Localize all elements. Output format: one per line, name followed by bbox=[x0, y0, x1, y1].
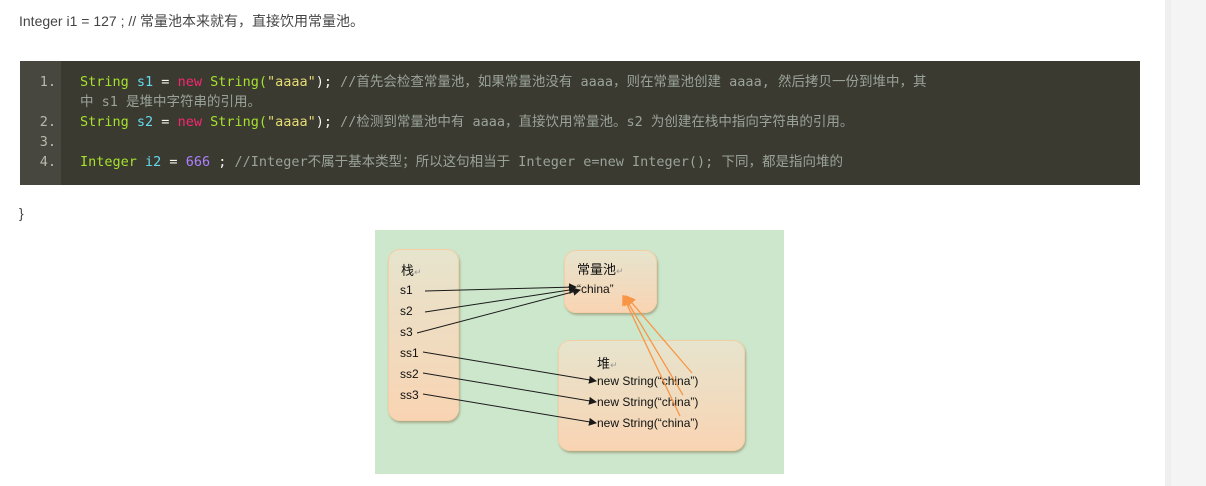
variable-token: s1 bbox=[128, 74, 154, 90]
heap-item-2: new String(“china”) bbox=[597, 395, 699, 409]
line-number-gutter bbox=[20, 61, 61, 185]
operator-token: = bbox=[153, 114, 178, 130]
keyword-token: new bbox=[177, 74, 202, 90]
operator-token: ; bbox=[210, 154, 227, 170]
comment-wrap: 中 s1 是堆中字符串的引用。 bbox=[80, 94, 262, 110]
stack-item-s2: s2 bbox=[400, 304, 413, 318]
constant-pool-item-china: “china” bbox=[577, 282, 614, 296]
stack-to-pool-arrows bbox=[416, 283, 581, 334]
stack-box: 栈↵ s1 s2 s3 ss1 ss2 ss3 bbox=[388, 249, 459, 421]
stack-item-s1: s1 bbox=[400, 283, 413, 297]
type-token: String bbox=[80, 74, 129, 90]
paragraph-mark-icon: ↵ bbox=[414, 267, 422, 277]
heap-item-3: new String(“china”) bbox=[597, 416, 699, 430]
code-line-2: 2. String s2 = new String("aaaa"); //检测到… bbox=[20, 112, 1140, 132]
constant-pool-box: 常量池↵ “china” bbox=[564, 250, 657, 313]
constant-pool-title: 常量池↵ bbox=[577, 259, 624, 278]
memory-diagram: 栈↵ s1 s2 s3 ss1 ss2 ss3 常量池↵ “china” 堆↵ … bbox=[375, 230, 784, 474]
line-number: 1. bbox=[39, 74, 56, 90]
keyword-token: new bbox=[177, 114, 202, 130]
code-block: 1. String s1 = new String("aaaa"); //首先会… bbox=[20, 61, 1140, 185]
string-token: "aaaa" bbox=[266, 114, 316, 130]
line-content: Integer i2 = 666 ; //Integer不属于基本类型；所以这句… bbox=[80, 152, 843, 172]
type-token: Integer bbox=[80, 154, 137, 170]
line-content: String s2 = new String("aaaa"); //检测到常量池… bbox=[80, 112, 853, 132]
comment-token: //Integer不属于基本类型；所以这句相当于 Integer e=new I… bbox=[226, 154, 843, 170]
number-token: 666 bbox=[185, 154, 211, 170]
code-line-1-wrap: 中 s1 是堆中字符串的引用。 bbox=[20, 92, 1140, 112]
stack-title-text: 栈 bbox=[401, 263, 415, 278]
variable-token: s2 bbox=[128, 114, 154, 130]
line-content: String s1 = new String("aaaa"); //首先会检查常… bbox=[80, 72, 926, 92]
line-number: 2. bbox=[39, 114, 56, 130]
stack-title: 栈↵ bbox=[401, 260, 422, 279]
line-number: 4. bbox=[39, 154, 56, 170]
stack-item-ss3: ss3 bbox=[400, 388, 419, 402]
type-token: String( bbox=[201, 114, 267, 130]
stack-to-heap-arrows bbox=[422, 351, 597, 426]
comment-token: //检测到常量池中有 aaaa，直接饮用常量池。s2 为创建在栈中指向字符串的引… bbox=[332, 114, 854, 130]
paragraph-mark-icon: ↵ bbox=[616, 266, 624, 276]
reference-arrows bbox=[416, 283, 693, 426]
stack-item-ss2: ss2 bbox=[400, 367, 419, 381]
heap-to-pool-arrows bbox=[622, 294, 693, 417]
heap-title-text: 堆 bbox=[597, 356, 611, 371]
operator-token: ); bbox=[315, 114, 333, 130]
closing-brace: } bbox=[19, 205, 24, 221]
operator-token: = bbox=[153, 74, 178, 90]
type-token: String bbox=[80, 114, 129, 130]
constant-pool-title-text: 常量池 bbox=[577, 262, 617, 277]
operator-token: = bbox=[161, 154, 186, 170]
heap-title: 堆↵ bbox=[597, 353, 618, 372]
comment-token: //首先会检查常量池，如果常量池没有 aaaa，则在常量池创建 aaaa, 然后… bbox=[332, 74, 927, 90]
code-line-4: 4. Integer i2 = 666 ; //Integer不属于基本类型；所… bbox=[20, 152, 1140, 172]
type-token: String( bbox=[201, 74, 267, 90]
right-sidebar bbox=[1165, 0, 1206, 486]
heap-box: 堆↵ new String(“china”) new String(“china… bbox=[558, 340, 745, 451]
variable-token: i2 bbox=[136, 154, 162, 170]
string-token: "aaaa" bbox=[266, 74, 316, 90]
code-line-3: 3. bbox=[20, 132, 1140, 152]
stack-item-s3: s3 bbox=[400, 325, 413, 339]
paragraph-mark-icon: ↵ bbox=[610, 360, 618, 370]
code-line-1: 1. String s1 = new String("aaaa"); //首先会… bbox=[20, 72, 1140, 92]
stack-item-ss1: ss1 bbox=[400, 346, 419, 360]
line-number: 3. bbox=[39, 134, 56, 150]
intro-code-line: Integer i1 = 127 ; // 常量池本来就有，直接饮用常量池。 bbox=[19, 13, 365, 29]
operator-token: ); bbox=[315, 74, 333, 90]
